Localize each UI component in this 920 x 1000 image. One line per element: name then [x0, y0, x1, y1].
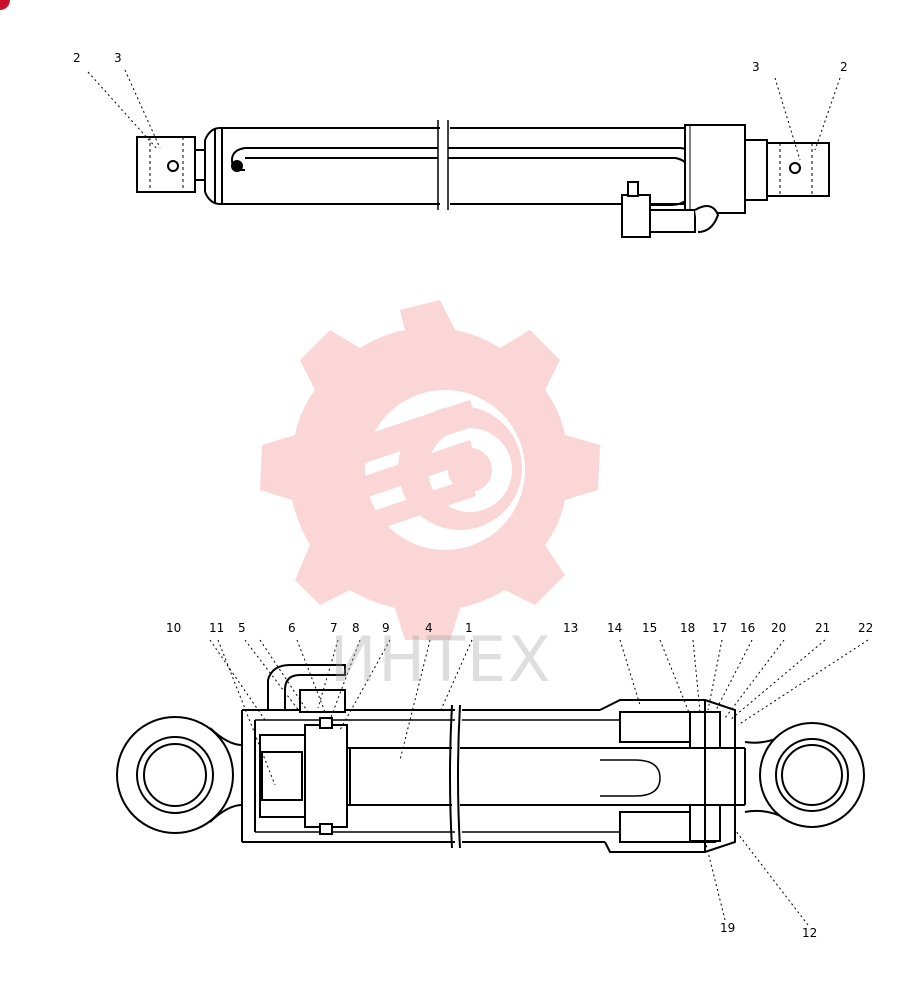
watermark-text: ИНТЕХ [330, 623, 553, 696]
label-21: 21 [815, 621, 831, 635]
label-22: 22 [858, 621, 874, 635]
label-14: 14 [607, 621, 623, 635]
watermark-gear-icon [260, 300, 600, 640]
label-4: 4 [425, 621, 433, 635]
label-3-right: 3 [752, 60, 760, 74]
label-19: 19 [720, 921, 736, 935]
label-1: 1 [465, 621, 473, 635]
label-18: 18 [680, 621, 696, 635]
label-13: 13 [563, 621, 579, 635]
label-2-right: 2 [840, 60, 848, 74]
label-5: 5 [238, 621, 246, 635]
top-view-leaders [87, 69, 841, 161]
top-view-cylinder [136, 120, 830, 238]
sectional-view-cylinder [116, 664, 865, 853]
label-20: 20 [771, 621, 787, 635]
section-leaders [209, 639, 869, 926]
label-3-left: 3 [114, 51, 122, 65]
label-10: 10 [166, 621, 182, 635]
label-16: 16 [740, 621, 756, 635]
label-15: 15 [642, 621, 658, 635]
label-2-left: 2 [73, 51, 81, 65]
label-7: 7 [330, 621, 338, 635]
label-11: 11 [209, 621, 225, 635]
label-6: 6 [288, 621, 296, 635]
corner-logo-mark [0, 0, 10, 10]
label-8: 8 [352, 621, 360, 635]
label-9: 9 [382, 621, 390, 635]
label-12: 12 [802, 926, 818, 940]
label-17: 17 [712, 621, 728, 635]
